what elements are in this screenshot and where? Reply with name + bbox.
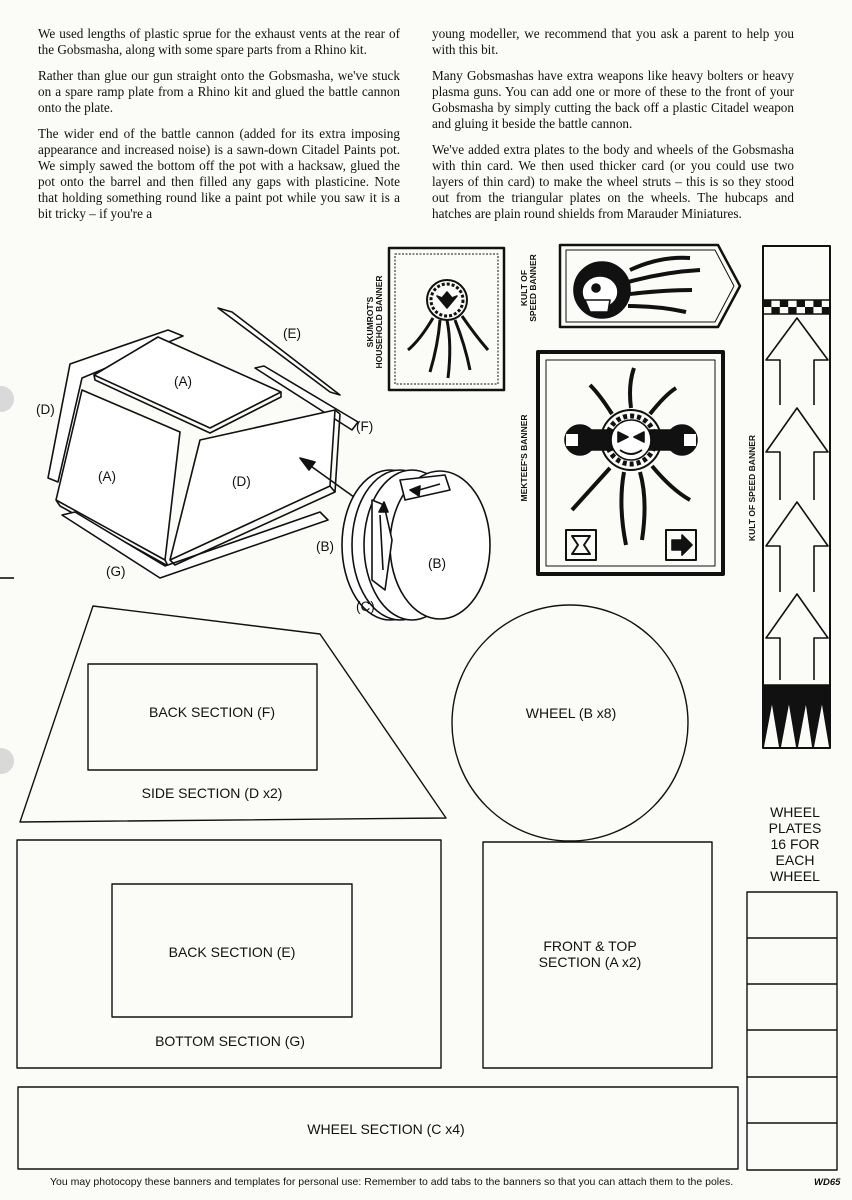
- wheel-plates-template: [746, 891, 838, 1171]
- article-column-left: We used lengths of plastic sprue for the…: [38, 26, 400, 232]
- wheel-plates-label: WHEEL PLATES 16 FOR EACH WHEEL: [769, 804, 822, 884]
- skumrot-banner: [387, 246, 506, 392]
- exploded-diagram: [47, 307, 491, 621]
- paragraph: We've added extra plates to the body and…: [432, 142, 794, 221]
- label-line: FRONT & TOP: [543, 938, 637, 954]
- photocopy-notice: You may photocopy these banners and temp…: [50, 1176, 734, 1188]
- label-g: (G): [106, 564, 126, 579]
- side-section-template: [19, 605, 447, 823]
- side-section-label: SIDE SECTION (D x2): [141, 785, 283, 801]
- label-e: (E): [283, 326, 301, 341]
- kult-of-speed-banner-tall: [762, 245, 831, 749]
- kult-of-speed-banner-small: [558, 243, 742, 329]
- label-c: (C): [356, 599, 375, 614]
- back-section-e-label: BACK SECTION (E): [168, 944, 296, 960]
- label-line: WHEEL: [770, 868, 820, 884]
- paragraph: Rather than glue our gun straight onto t…: [38, 68, 400, 115]
- label-line: SECTION (A x2): [538, 954, 642, 970]
- caption-line: HOUSEHOLD BANNER: [374, 275, 384, 369]
- bottom-section-label: BOTTOM SECTION (G): [155, 1033, 305, 1049]
- label-line: WHEEL: [770, 804, 820, 820]
- kult-tall-caption: KULT OF SPEED BANNER: [747, 434, 757, 542]
- mekteef-banner-caption: MEKTEEF'S BANNER: [519, 414, 529, 502]
- mekteef-banner: [536, 350, 725, 576]
- back-section-f-label: BACK SECTION (F): [148, 704, 276, 720]
- label-line: EACH: [775, 852, 815, 868]
- label-a-front: (A): [98, 469, 116, 484]
- wheel-label: WHEEL (B x8): [525, 705, 617, 721]
- paragraph: young modeller, we recommend that you as…: [432, 26, 794, 57]
- label-a-top: (A): [174, 374, 192, 389]
- label-f: (F): [356, 419, 374, 434]
- front-top-template: [482, 841, 713, 1069]
- label-b-right: (B): [428, 556, 446, 571]
- wheel-section-label: WHEEL SECTION (C x4): [307, 1121, 465, 1137]
- skumrot-banner-caption: SKUMROT'S HOUSEHOLD BANNER: [365, 252, 384, 392]
- binder-hole: [0, 386, 14, 412]
- binder-hole: [0, 748, 14, 774]
- label-line: 16 FOR: [770, 836, 820, 852]
- paragraph: We used lengths of plastic sprue for the…: [38, 26, 400, 57]
- kult-small-caption: KULT OF SPEED BANNER: [519, 246, 538, 330]
- label-line: PLATES: [768, 820, 822, 836]
- front-top-label: FRONT & TOP SECTION (A x2): [539, 938, 642, 970]
- caption-line: SPEED BANNER: [528, 254, 538, 322]
- bottom-section-template: [16, 839, 442, 1069]
- label-d-left: (D): [36, 402, 55, 417]
- page-code: WD65: [814, 1177, 841, 1188]
- wheel-template: [451, 604, 689, 842]
- article-column-right: young modeller, we recommend that you as…: [432, 26, 794, 232]
- paragraph: The wider end of the battle cannon (adde…: [38, 126, 400, 221]
- wheel-section-template: [17, 1086, 739, 1170]
- paragraph: Many Gobsmashas have extra weapons like …: [432, 68, 794, 131]
- label-d-side: (D): [232, 474, 251, 489]
- label-b-left: (B): [316, 539, 334, 554]
